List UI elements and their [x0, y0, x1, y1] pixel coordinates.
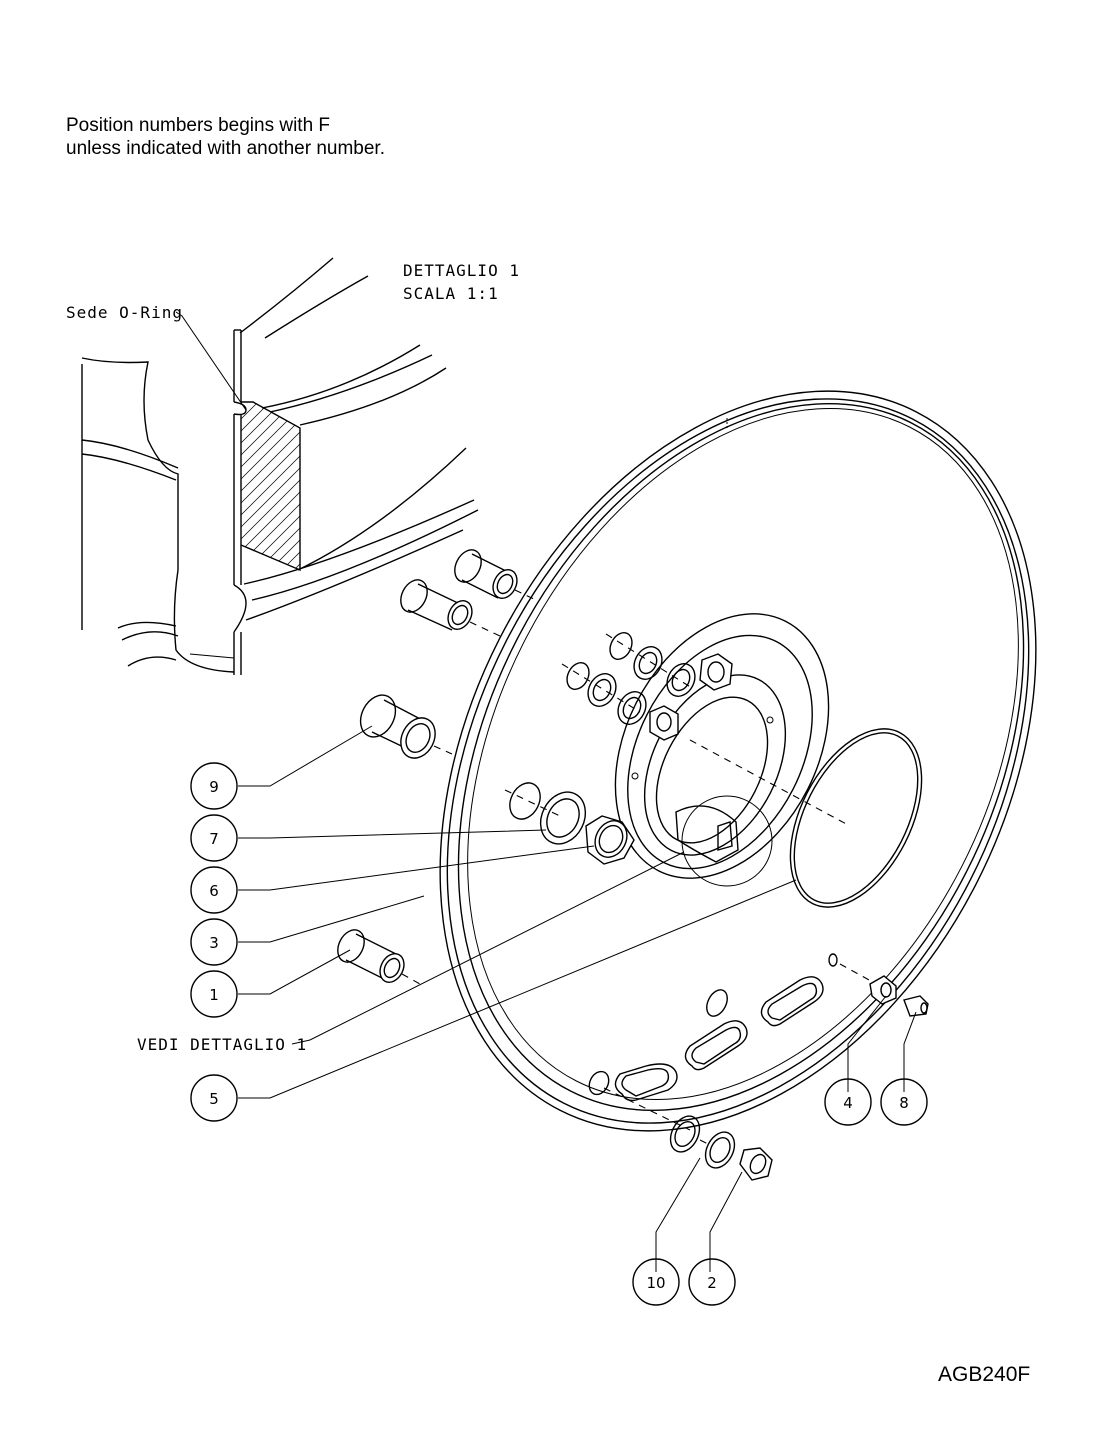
main-disc	[439, 390, 1037, 1132]
pins	[337, 549, 537, 985]
washer-7-and-nut-6	[504, 739, 851, 865]
detail-title: DETTAGLIO 1	[403, 261, 520, 280]
position-note: Position numbers begins with F unless in…	[66, 114, 385, 160]
balloon-10-label: 10	[646, 1274, 665, 1292]
balloon-5	[190, 1074, 238, 1122]
washers-10-nut-2	[669, 1115, 773, 1181]
note-line-1: Position numbers begins with F	[66, 115, 331, 136]
balloon-2-label: 2	[707, 1274, 717, 1292]
balloon-7-label: 7	[209, 830, 219, 848]
o-ring-seat-label: Sede O-Ring	[66, 303, 183, 322]
balloon-4-label: 4	[843, 1094, 853, 1112]
upper-washers	[561, 632, 696, 725]
drawing-code: AGB240F	[938, 1363, 1031, 1386]
balloon-1-label: 1	[209, 986, 219, 1004]
detail-1-view: DETTAGLIO 1 SCALA 1:1 Sede O-Ring	[66, 257, 520, 675]
balloon-8-label: 8	[899, 1094, 909, 1112]
central-hub	[614, 613, 830, 887]
balloon-6	[190, 866, 238, 914]
see-detail-label: VEDI DETTAGLIO 1	[137, 1035, 307, 1054]
balloon-3	[190, 918, 238, 966]
balloon-2	[688, 1258, 736, 1306]
o-ring-seat-leader	[175, 311, 247, 411]
balloon-9	[190, 762, 238, 810]
fittings-4-8	[869, 975, 929, 1017]
balloon-10	[632, 1258, 680, 1306]
balloons: 9 7 6 3 1 5 4 8 10 2	[190, 762, 928, 1306]
balloon-8	[880, 1078, 928, 1126]
balloon-5-label: 5	[209, 1090, 219, 1108]
balloon-4	[824, 1078, 872, 1126]
o-ring-5	[789, 728, 923, 908]
balloon-3-label: 3	[209, 934, 219, 952]
lower-slots	[588, 953, 881, 1131]
note-line-2: unless indicated with another number.	[66, 138, 385, 159]
detail-scale: SCALA 1:1	[403, 284, 499, 303]
balloon-6-label: 6	[209, 882, 219, 900]
balloon-7	[190, 814, 238, 862]
balloon-9-label: 9	[209, 778, 219, 796]
balloon-1	[190, 970, 238, 1018]
leader-lines	[238, 725, 917, 1272]
